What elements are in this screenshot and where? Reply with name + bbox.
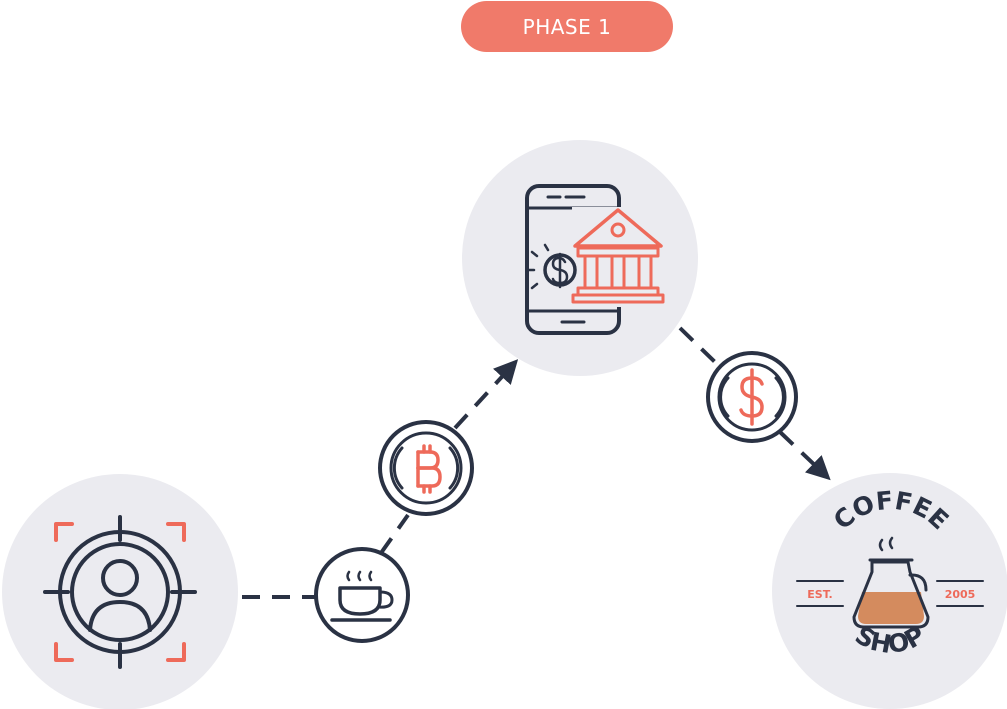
- phase-label: PHASE 1: [461, 1, 673, 52]
- connectors: [242, 326, 831, 599]
- logo-left-badge: EST.: [807, 588, 832, 601]
- shop-node-bg: [772, 473, 1007, 709]
- connector-cup-to-bitcoin: [379, 513, 410, 555]
- mobile-bank-icon: [525, 184, 665, 335]
- user-node-bg: [2, 474, 238, 709]
- target-user-icon: [43, 515, 197, 669]
- connector-bitcoin-to-bank: [453, 359, 519, 430]
- coffee-cup-icon: [314, 547, 410, 643]
- connector-dollar-to-shop: [778, 430, 831, 481]
- connector-bank-to-dollar: [678, 326, 720, 367]
- bitcoin-coin-icon: [378, 420, 474, 516]
- dollar-coin-icon: [706, 351, 798, 443]
- logo-right-badge: 2005: [945, 588, 976, 601]
